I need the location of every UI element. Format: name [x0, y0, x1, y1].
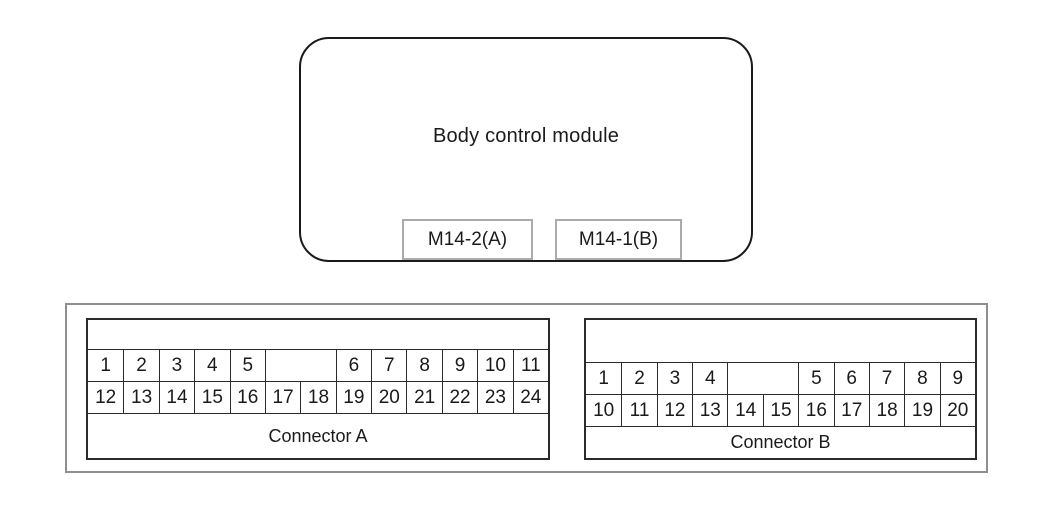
pin-cell-11: 11 — [621, 395, 657, 427]
pin-cell-5: 5 — [229, 350, 265, 382]
pin-cell-22: 22 — [441, 382, 478, 414]
pin-cell-15: 15 — [194, 382, 230, 414]
pin-cell-14: 14 — [158, 382, 195, 414]
connector-ref-m14-2a: M14-2(A) — [402, 219, 533, 260]
pin-cell-6: 6 — [335, 350, 372, 382]
pin-cell-4: 4 — [194, 350, 230, 382]
pin-cell-21: 21 — [406, 382, 442, 414]
pin-cell-3: 3 — [158, 350, 195, 382]
pin-cell-9: 9 — [441, 350, 478, 382]
connector-ref-m14-1b: M14-1(B) — [555, 219, 682, 260]
pin-cell-11: 11 — [512, 350, 548, 382]
pin-cell-8: 8 — [406, 350, 442, 382]
connector-a-top-band — [88, 320, 548, 350]
pin-cell-15: 15 — [762, 395, 799, 427]
pin-cell-19: 19 — [335, 382, 372, 414]
pin-cell-1: 1 — [88, 350, 124, 382]
pin-cell-10: 10 — [586, 395, 622, 427]
pin-cell-5: 5 — [798, 363, 834, 395]
pin-cell-4: 4 — [692, 363, 728, 395]
pin-cell-16: 16 — [798, 395, 834, 427]
pin-cell-16: 16 — [229, 382, 265, 414]
pin-cell-2: 2 — [621, 363, 657, 395]
connector-b-top-band — [586, 320, 975, 363]
pin-cell-17: 17 — [264, 382, 301, 414]
pin-cell-18: 18 — [300, 382, 336, 414]
pin-cell-14: 14 — [727, 395, 763, 427]
pin-gap-cell — [264, 350, 336, 382]
connector-ref-m14-2a-label: M14-2(A) — [427, 228, 508, 250]
pin-cell-20: 20 — [371, 382, 407, 414]
module-title: Body control module — [432, 125, 620, 147]
pin-cell-10: 10 — [477, 350, 513, 382]
body-control-module-box: Body control module M14-2(A) M14-1(B) — [299, 37, 753, 262]
pin-gap-cell — [727, 363, 799, 395]
pin-cell-17: 17 — [833, 395, 869, 427]
pin-cell-7: 7 — [868, 363, 905, 395]
connector-a-label-band: Connector A — [88, 414, 548, 458]
pin-cell-8: 8 — [904, 363, 940, 395]
connector-b-label-band: Connector B — [586, 427, 975, 458]
pin-cell-19: 19 — [904, 395, 940, 427]
pin-cell-13: 13 — [692, 395, 728, 427]
pin-cell-1: 1 — [586, 363, 622, 395]
pin-cell-23: 23 — [477, 382, 513, 414]
pin-cell-6: 6 — [833, 363, 869, 395]
pin-cell-13: 13 — [123, 382, 159, 414]
pin-cell-18: 18 — [868, 395, 905, 427]
pin-cell-9: 9 — [939, 363, 975, 395]
connector-b-label: Connector B — [730, 432, 831, 452]
pin-cell-3: 3 — [656, 363, 693, 395]
connector-a-label: Connector A — [268, 425, 368, 446]
pin-cell-20: 20 — [939, 395, 975, 427]
pin-cell-12: 12 — [656, 395, 693, 427]
pin-cell-7: 7 — [371, 350, 407, 382]
pin-cell-2: 2 — [123, 350, 159, 382]
pin-cell-24: 24 — [512, 382, 548, 414]
pin-cell-12: 12 — [88, 382, 124, 414]
connector-ref-m14-1b-label: M14-1(B) — [578, 228, 659, 250]
